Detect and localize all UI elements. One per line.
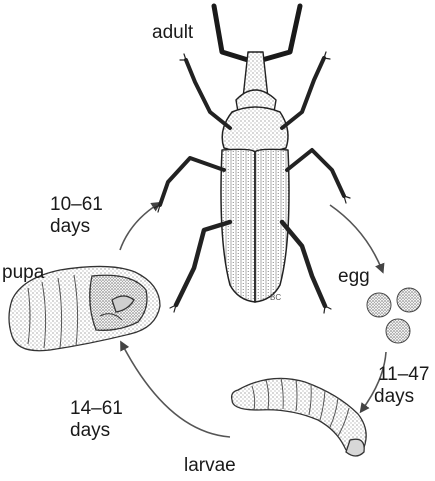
- egg-2: [397, 288, 421, 312]
- front-left-leg: [186, 60, 230, 128]
- label-adult: adult: [152, 22, 193, 44]
- front-right-leg: [282, 58, 324, 128]
- arrow-adult-to-egg: [330, 205, 382, 270]
- middle-right-leg: [287, 150, 344, 196]
- hind-right-leg: [282, 222, 325, 306]
- egg-3: [386, 319, 410, 343]
- duration-egg-to-larvae-range: 11–47: [378, 364, 429, 386]
- pronotum: [222, 107, 288, 153]
- label-pupa: pupa: [2, 262, 44, 284]
- duration-pupa-to-adult: 10–61 days: [50, 194, 103, 238]
- duration-larvae-to-pupa: 14–61 days: [70, 398, 123, 442]
- arrow-pupa-to-adult: [120, 204, 158, 250]
- adult-weevil-illustration: [154, 6, 350, 313]
- left-antenna: [214, 6, 248, 60]
- duration-egg-to-larvae-unit: days: [374, 386, 429, 408]
- label-egg: egg: [338, 266, 370, 288]
- larva-body: [232, 378, 367, 454]
- duration-egg-to-larvae: 11–47 days: [378, 364, 429, 408]
- duration-pupa-to-adult-unit: days: [50, 216, 103, 238]
- arrow-larvae-to-pupa: [122, 344, 230, 437]
- egg-1: [367, 293, 391, 317]
- artist-initials: BC: [270, 293, 281, 302]
- larva-illustration: [232, 378, 367, 456]
- middle-left-leg: [160, 158, 224, 205]
- duration-larvae-to-pupa-range: 14–61: [70, 398, 123, 420]
- duration-pupa-to-adult-range: 10–61: [50, 194, 103, 216]
- label-larvae: larvae: [184, 455, 236, 477]
- right-antenna: [262, 6, 300, 60]
- duration-larvae-to-pupa-unit: days: [70, 420, 123, 442]
- left-elytron: [221, 149, 255, 302]
- egg-cluster-illustration: [367, 288, 421, 343]
